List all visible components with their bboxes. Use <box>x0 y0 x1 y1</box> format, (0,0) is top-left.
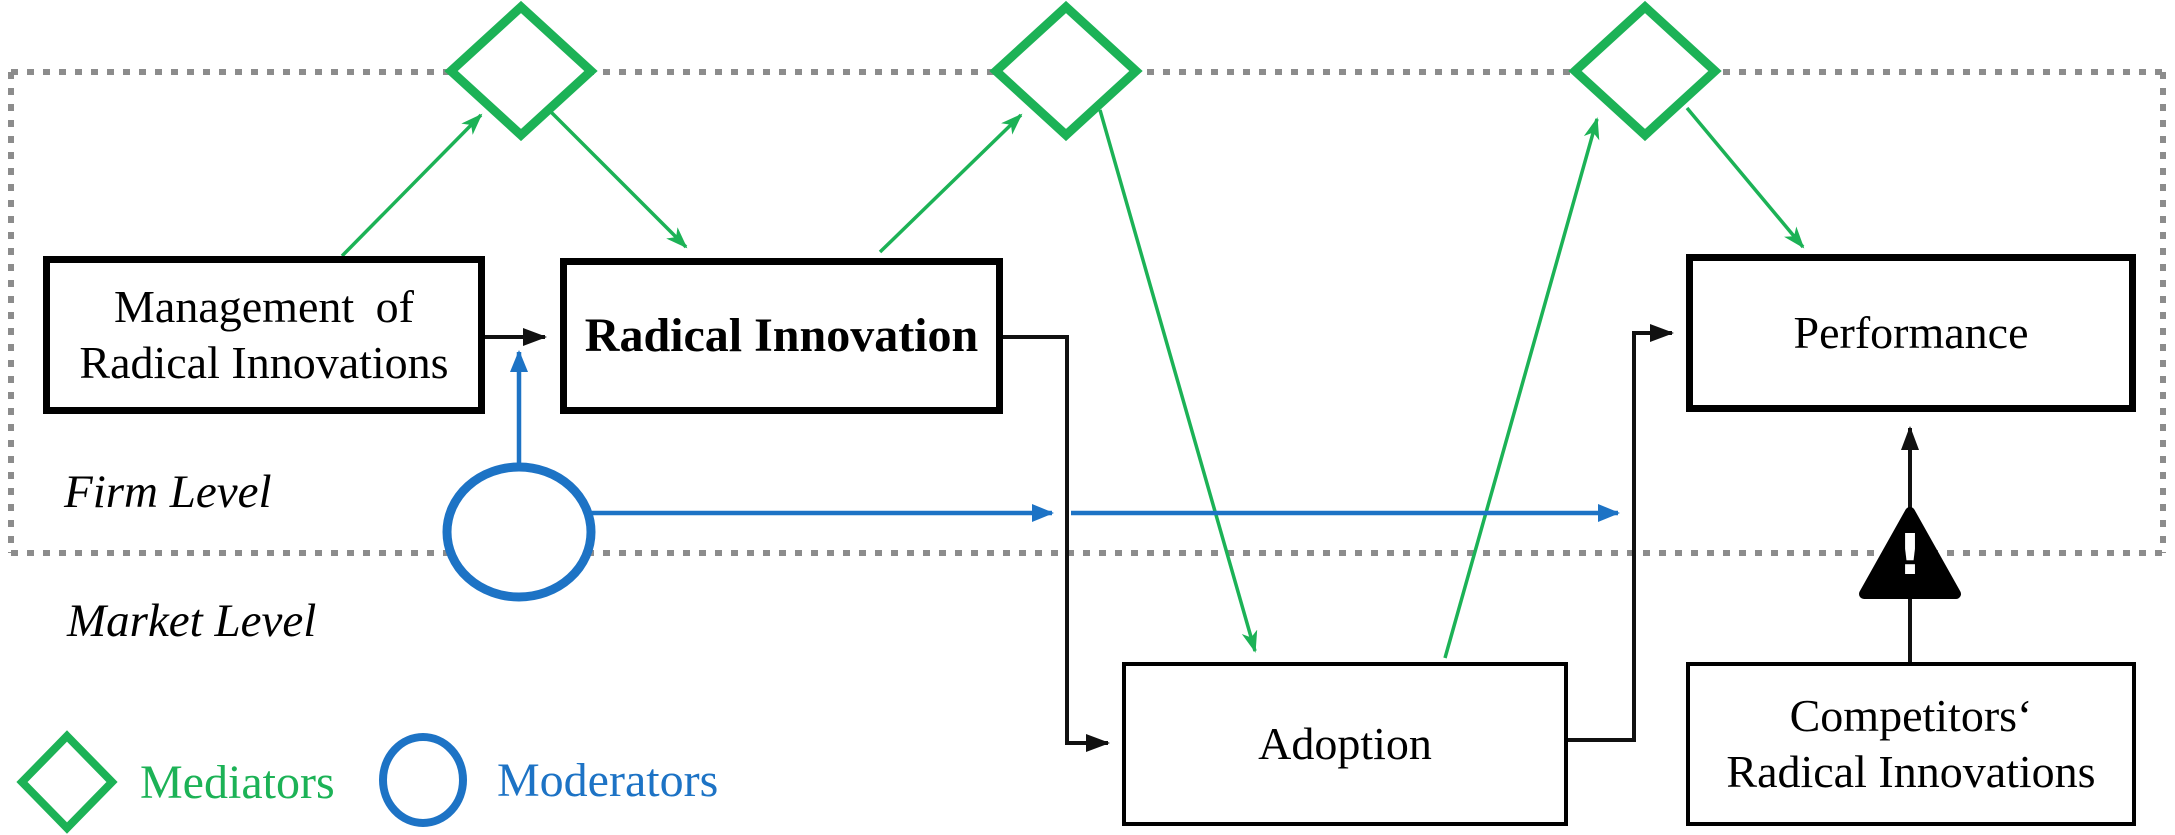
warning-exclamation-mark: ! <box>1897 522 1923 588</box>
legend-moderator-circle-icon <box>379 733 467 827</box>
arrow-management-to-mediator1 <box>340 113 483 258</box>
firm-level-label: Firm Level <box>64 466 272 518</box>
mediator-diamond-2 <box>989 0 1143 142</box>
warning-triangle-icon <box>1859 507 1961 599</box>
box-radical-innovation: Radical Innovation <box>560 258 1003 414</box>
mediator-diamond-3 <box>1568 0 1722 142</box>
green-mediator-connectors <box>340 106 1805 659</box>
arrow-adoption-to-mediator3 <box>1443 117 1600 659</box>
arrow-radical-to-mediator2 <box>878 113 1023 254</box>
market-level-label: Market Level <box>67 595 317 647</box>
arrow-mediator3-to-performance <box>1685 106 1805 249</box>
box-label: Performance <box>1793 306 2029 358</box>
mediator-diamond-1 <box>444 0 598 142</box>
box-label-line: Radical Innovations <box>79 337 449 388</box>
box-competitors-radical-innovations: Competitors‘ Radical Innovations <box>1686 662 2136 826</box>
legend-mediator-diamond-icon <box>16 730 118 834</box>
box-label: Adoption <box>1258 717 1432 769</box>
arrow-mediator2-to-adoption <box>1098 109 1258 653</box>
black-connectors <box>485 324 1919 752</box>
box-label: Radical Innovation <box>584 308 979 362</box>
moderator-circle <box>442 462 596 602</box>
box-label-line: Competitors‘ <box>1789 689 2033 741</box>
box-performance: Performance <box>1686 254 2136 412</box>
arrow-mediator1-to-radical <box>545 106 688 249</box>
arrow-radical-to-adoption <box>1003 335 1110 752</box>
arrow-adoption-to-performance <box>1568 324 1674 742</box>
blue-moderator-connectors <box>510 350 1620 522</box>
legend-mediators-label: Mediators <box>140 756 335 809</box>
box-label-line: Management of <box>114 280 414 332</box>
box-management-of-radical-innovations: Management of Radical Innovations <box>43 256 485 414</box>
box-adoption: Adoption <box>1122 662 1568 826</box>
legend-moderators-label: Moderators <box>497 754 719 807</box>
box-label-line: Radical Innovations <box>1726 746 2096 797</box>
